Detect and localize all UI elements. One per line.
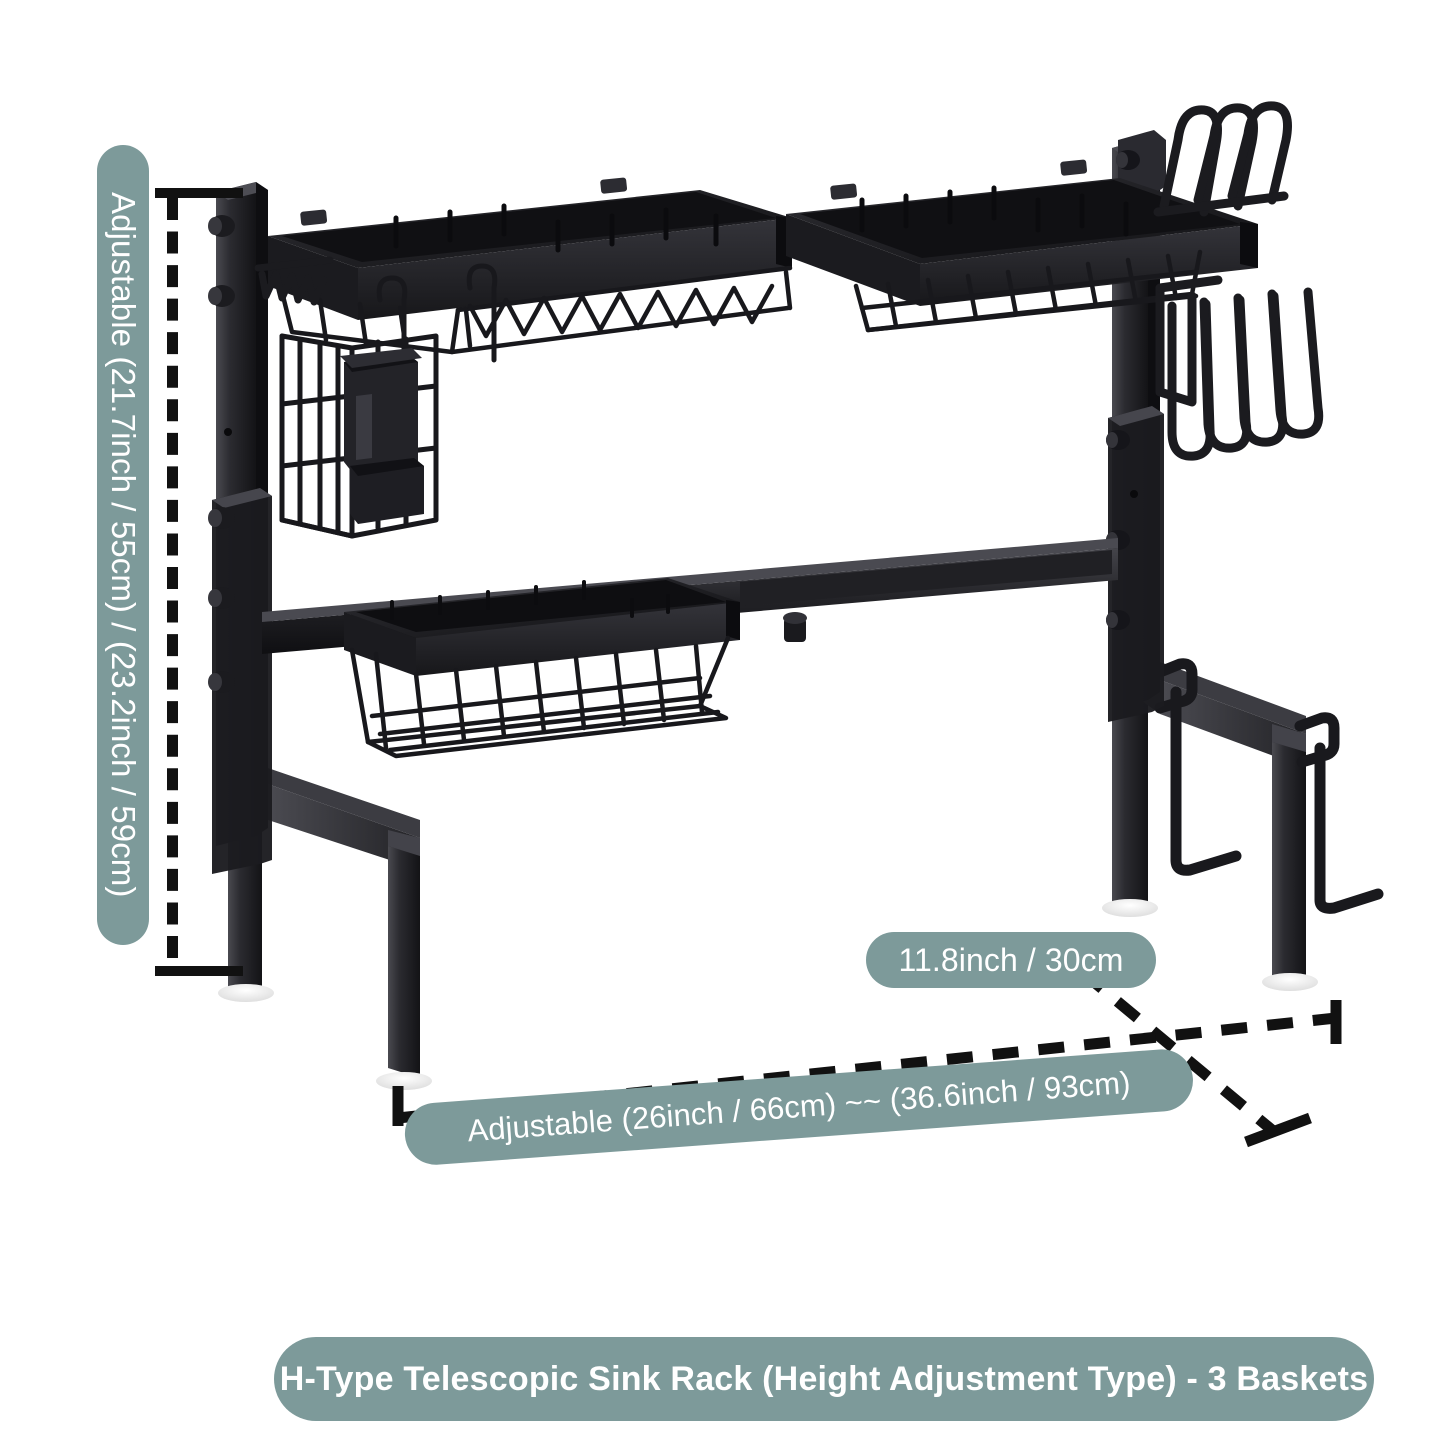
depth-label: 11.8inch / 30cm (866, 932, 1156, 988)
drip-tray (350, 458, 424, 524)
rubber-foot (376, 1072, 432, 1090)
hook-rail (254, 256, 334, 306)
height-dash (167, 198, 178, 958)
product-title: H-Type Telescopic Sink Rack (Height Adju… (274, 1337, 1374, 1421)
height-cap-top (155, 188, 243, 198)
lower-center-tray (344, 578, 740, 676)
cutlery-cup (340, 348, 422, 472)
left-post-adjustment-bolts (208, 215, 235, 693)
height-cap-bottom (155, 966, 243, 976)
towel-bar-front (1294, 712, 1384, 914)
rubber-foot (1102, 899, 1158, 917)
knife-lid-holder-bottom (1155, 275, 1324, 461)
lower-center-wire-basket (349, 635, 731, 759)
rubber-foot (1262, 973, 1318, 991)
towel-bar (1154, 658, 1242, 876)
knife-lid-holder-top (1153, 101, 1292, 217)
crossbar-lock-knob (783, 612, 807, 642)
height-label: Adjustable (21.7inch / 55cm) / (23.2inch… (97, 145, 149, 945)
upper-left-wire-basket (279, 265, 793, 355)
upper-left-tray (268, 177, 792, 320)
upper-right-wire-basket (853, 249, 1203, 333)
rubber-foot (218, 984, 274, 1002)
